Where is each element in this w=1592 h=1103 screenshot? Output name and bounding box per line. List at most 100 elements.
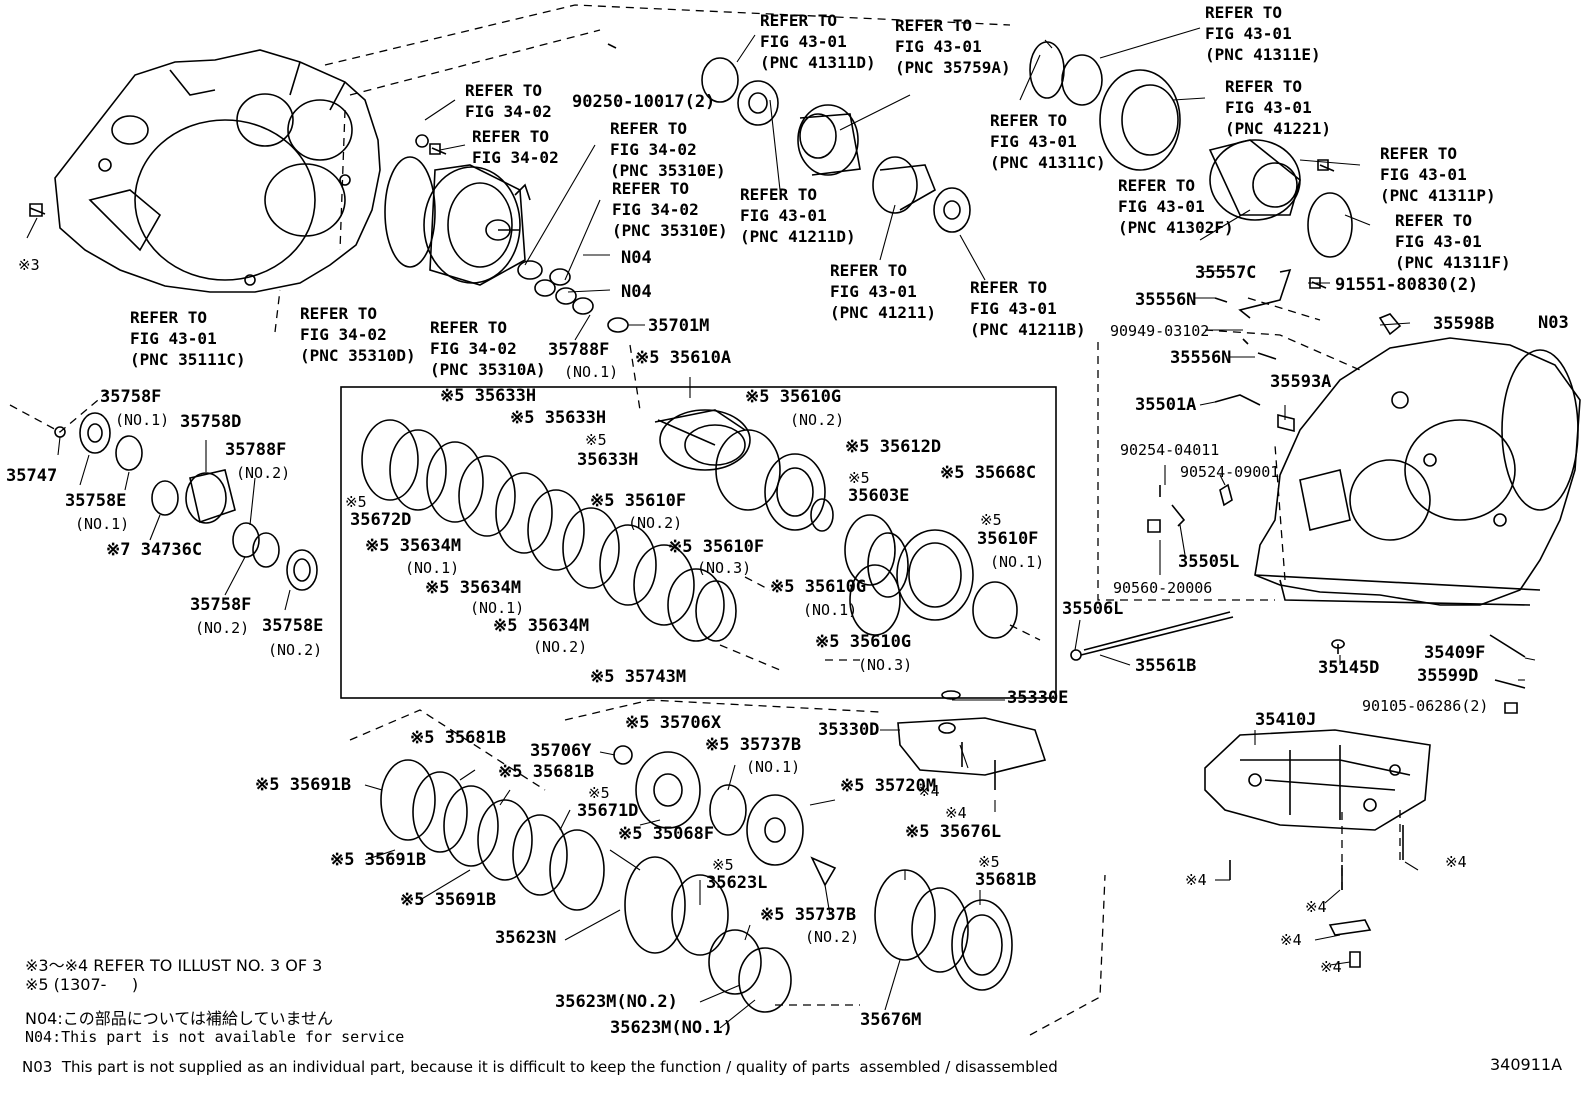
part-label: ※5 35720M (840, 776, 937, 796)
part-label: N04 (621, 282, 652, 302)
part-label: ※5 35676L (905, 822, 1002, 842)
part-label: 35593A (1270, 372, 1332, 392)
footnote-refer-illust: ※3～※4 REFER TO ILLUST NO. 3 OF 3 (25, 956, 323, 975)
part-label: ※5 35681B (410, 728, 507, 748)
valve-body-illustration (1204, 729, 1431, 831)
part-label: (NO.2) (236, 464, 291, 482)
part-label: (NO.2) (195, 619, 250, 637)
part-label: 35145D (1318, 658, 1380, 678)
part-label: ※5 35691B (330, 850, 427, 870)
part-label: ※4 (1445, 853, 1467, 871)
part-label: ※5 (978, 853, 1000, 871)
diagram-id: 340911A (1490, 1055, 1563, 1074)
transaxle-housing-illustration (54, 49, 381, 293)
part-label: (NO.2) (628, 514, 683, 532)
part-label: ※5 35610G (815, 632, 912, 652)
part-label: 35410J (1255, 710, 1317, 730)
part-label: ※5 35737B (705, 735, 802, 755)
part-label: ※5 35634M (493, 616, 590, 636)
part-label: ※5 35610F (590, 491, 687, 511)
part-label: 35561B (1135, 656, 1197, 676)
part-label: ※4 (1185, 871, 1207, 889)
clutch-plates-illustration (361, 419, 737, 642)
part-label: 90560-20006 (1113, 579, 1213, 597)
part-label: 90949-03102 (1110, 322, 1210, 340)
part-label: ※5 (585, 431, 607, 449)
part-label: 35706Y (530, 741, 592, 761)
part-label: 35758D (180, 412, 242, 432)
part-label: 35598B (1433, 314, 1495, 334)
part-label: ※4 (1320, 958, 1342, 976)
part-label: ※5 35633H (440, 386, 537, 406)
part-label: 35610F (977, 529, 1039, 549)
part-label: 35599D (1417, 666, 1479, 686)
oil-pump-illustration (384, 156, 531, 286)
part-label: 35623N (495, 928, 557, 948)
part-label: ※5 35610G (770, 577, 867, 597)
part-label: 91551-80830(2) (1335, 275, 1479, 295)
part-label: 35676M (860, 1010, 922, 1030)
part-label: (NO.2) (805, 928, 860, 946)
part-label: 35603E (848, 486, 910, 506)
part-label: 90254-04011 (1120, 441, 1220, 459)
part-label: ※5 35612D (845, 437, 942, 457)
part-label: ※4 (1305, 898, 1327, 916)
clutch-group-frame (340, 386, 1057, 699)
part-label: 35701M (648, 316, 710, 336)
part-label: (NO.1) (405, 559, 460, 577)
part-label: ※5 35610G (745, 387, 842, 407)
part-label: (NO.1) (115, 411, 170, 429)
part-label: (NO.1) (803, 601, 858, 619)
part-label: ※5 (980, 511, 1002, 529)
footnote-n03: N03 This part is not supplied as an indi… (22, 1058, 1058, 1076)
part-label: 35623M(NO.2) (555, 992, 678, 1012)
part-label: (NO.2) (268, 641, 323, 659)
bolt-icon (29, 203, 46, 217)
part-label: ※4 (945, 804, 967, 822)
part-label: N04 (621, 248, 652, 268)
part-label: 35758F (100, 387, 162, 407)
part-label: 35681B (975, 870, 1037, 890)
part-label: 35501A (1135, 395, 1197, 415)
part-label: 35623M(NO.1) (610, 1018, 733, 1038)
part-label: 35623L (706, 873, 768, 893)
part-label: 35747 (6, 466, 58, 486)
part-label: 35409F (1424, 643, 1486, 663)
part-label: ※5 35633H (510, 408, 607, 428)
part-label: 35633H (577, 450, 639, 470)
part-label: 35557C (1195, 263, 1257, 283)
part-label: ※5 (345, 493, 367, 511)
part-label: ※4 (918, 782, 940, 800)
part-label: ※5 35634M (425, 578, 522, 598)
part-label: 35758E (262, 616, 324, 636)
part-label: 90105-06286(2) (1362, 697, 1489, 715)
part-label: 35672D (350, 510, 412, 530)
part-label: ※5 35737B (760, 905, 857, 925)
part-label: 35556N (1135, 290, 1197, 310)
part-label: 35330E (1007, 688, 1069, 708)
part-label: (NO.2) (533, 638, 588, 656)
shift-shaft-illustration (1080, 611, 1234, 656)
part-label: ※5 (712, 856, 734, 874)
part-label: 90250-10017(2) (572, 92, 716, 112)
footnote-n04-english: N04:This part is not available for servi… (25, 1028, 405, 1046)
part-label: ※5 35743M (590, 667, 687, 687)
part-label: 35556N (1170, 348, 1232, 368)
